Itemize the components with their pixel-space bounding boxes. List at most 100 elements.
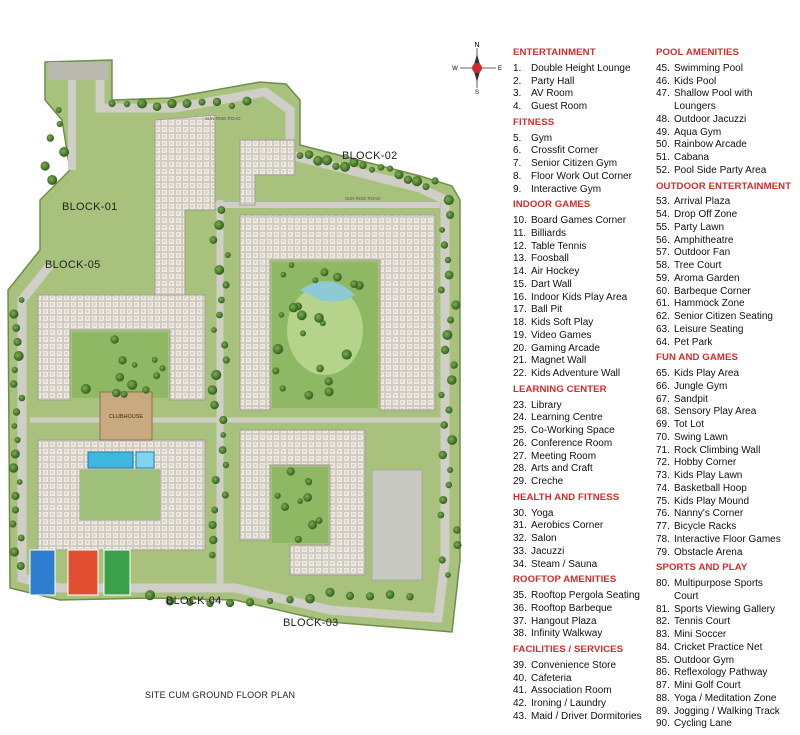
- legend-item-number: 35.: [513, 590, 527, 601]
- legend-item: 68.Sensory Play Area: [656, 406, 798, 419]
- legend-item-label: Aerobics Corner: [531, 520, 604, 532]
- legend-item-number: [656, 101, 674, 114]
- kids-pool: [135, 451, 155, 469]
- legend-item-label: Tennis Court: [674, 616, 731, 628]
- swimming-pool: [87, 451, 134, 469]
- tree-icon: [225, 599, 235, 608]
- tree-icon: [207, 385, 218, 395]
- tree-icon: [165, 596, 175, 606]
- tree-icon: [216, 311, 223, 319]
- legend-item-number: 29.: [513, 476, 527, 487]
- legend-item-number: 22.: [513, 368, 527, 379]
- legend-item-label: Yoga: [531, 507, 554, 519]
- tree-icon: [444, 270, 454, 280]
- legend-item: 89.Jogging / Walking Track: [656, 706, 798, 719]
- tree-icon: [303, 493, 312, 502]
- tree-icon: [56, 120, 63, 128]
- legend-item-number: 81.: [656, 603, 670, 615]
- legend-item: 61.Hammock Zone: [656, 298, 798, 311]
- legend-item-number: 69.: [656, 419, 670, 430]
- legend-item-number: 7.: [513, 158, 522, 169]
- legend-item-number: 56.: [656, 234, 670, 246]
- legend-item-number: 62.: [656, 311, 670, 322]
- legend-item-number: 40.: [513, 672, 527, 684]
- tree-icon: [437, 511, 445, 519]
- legend-item-number: 54.: [656, 209, 670, 220]
- tree-icon: [442, 330, 453, 340]
- legend-item-number: 72.: [656, 457, 670, 469]
- legend-item-label: Loungers: [674, 101, 716, 112]
- tree-icon: [288, 262, 295, 268]
- legend-item-label: Sandpit: [674, 393, 708, 405]
- entry-gate: [48, 62, 108, 80]
- legend-item-number: 84.: [656, 641, 670, 653]
- legend-item-label: Kids Play Area: [674, 368, 740, 379]
- tree-icon: [316, 364, 324, 373]
- legend-item-number: 88.: [656, 692, 670, 704]
- legend-item: 30.Yoga: [513, 508, 653, 521]
- tree-icon: [294, 535, 302, 543]
- tree-icon: [320, 268, 329, 277]
- legend-item: 13.Foosball: [513, 253, 653, 266]
- tree-icon: [296, 152, 304, 160]
- legend-item: 63.Leisure Seating: [656, 324, 798, 337]
- legend-heading: FITNESS: [513, 116, 555, 128]
- tree-icon: [314, 313, 324, 323]
- tree-icon: [349, 157, 359, 168]
- legend-item: 83.Mini Soccer: [656, 629, 798, 642]
- legend-item: 18.Kids Soft Play: [513, 317, 653, 330]
- legend-item-label: Table Tennis: [531, 240, 587, 252]
- legend-heading: LEARNING CENTER: [513, 383, 607, 395]
- tree-icon: [304, 150, 314, 159]
- legend-item-number: 6.: [513, 145, 522, 157]
- legend-item-number: 11.: [513, 227, 527, 239]
- tree-icon: [13, 337, 22, 347]
- compass-e: E: [498, 66, 502, 72]
- legend-item-number: 90.: [656, 718, 670, 730]
- legend-item: 40. Cafeteria: [513, 673, 653, 686]
- legend-item-number: 8.: [513, 170, 522, 182]
- legend-item-number: 74.: [656, 482, 670, 494]
- road-label-top: SUN RISE ROAD: [205, 116, 241, 121]
- legend-item: 76.Nanny's Corner: [656, 508, 798, 521]
- legend-heading: POOL AMENITIES: [656, 47, 739, 58]
- legend-item-label: Bicycle Racks: [674, 521, 737, 532]
- building-block-05: [37, 294, 206, 401]
- legend-item-label: Hangout Plaza: [531, 615, 597, 627]
- legend-item-label: Cricket Practice Net: [674, 641, 763, 653]
- legend-item: 31.Aerobics Corner: [513, 520, 653, 533]
- tree-icon: [108, 99, 116, 108]
- legend-item: 90.Cycling Lane: [656, 718, 798, 731]
- legend-item: 52.Pool Side Party Area: [656, 165, 798, 178]
- legend-item: 43.Maid / Driver Dormitories: [513, 711, 653, 724]
- building-block-02b: [239, 214, 436, 411]
- legend-item-label: Cafeteria: [531, 672, 572, 684]
- tree-icon: [359, 161, 367, 170]
- tree-icon: [272, 343, 284, 355]
- tree-icon: [18, 394, 26, 402]
- tree-icon: [218, 296, 225, 304]
- legend-item-label: Conference Room: [531, 437, 613, 449]
- legend-item: 81.Sports Viewing Gallery: [656, 604, 798, 617]
- legend-item-label: Floor Work Out Corner: [531, 170, 632, 182]
- legend-item-number: 13.: [513, 253, 527, 265]
- legend-item-label: Obstacle Arena: [674, 546, 743, 558]
- trees: [8, 96, 462, 608]
- legend-item-label: Basketball Hoop: [674, 482, 747, 494]
- tree-icon: [131, 362, 138, 368]
- legend-item: 9.Interactive Gym: [513, 184, 653, 197]
- tree-icon: [9, 520, 17, 528]
- legend-item: 53.Arrival Plaza: [656, 196, 798, 209]
- tree-icon: [110, 335, 119, 344]
- tree-icon: [142, 386, 150, 394]
- legend-item-number: 87.: [656, 680, 670, 691]
- tree-icon: [127, 379, 138, 390]
- tree-icon: [321, 155, 333, 166]
- tree-icon: [324, 387, 334, 397]
- tree-icon: [80, 383, 91, 394]
- legend-item-number: 12.: [513, 240, 527, 252]
- legend-item-label: Rainbow Arcade: [674, 139, 747, 151]
- legend-item: 55.Party Lawn: [656, 222, 798, 235]
- legend-item: Loungers: [656, 101, 798, 114]
